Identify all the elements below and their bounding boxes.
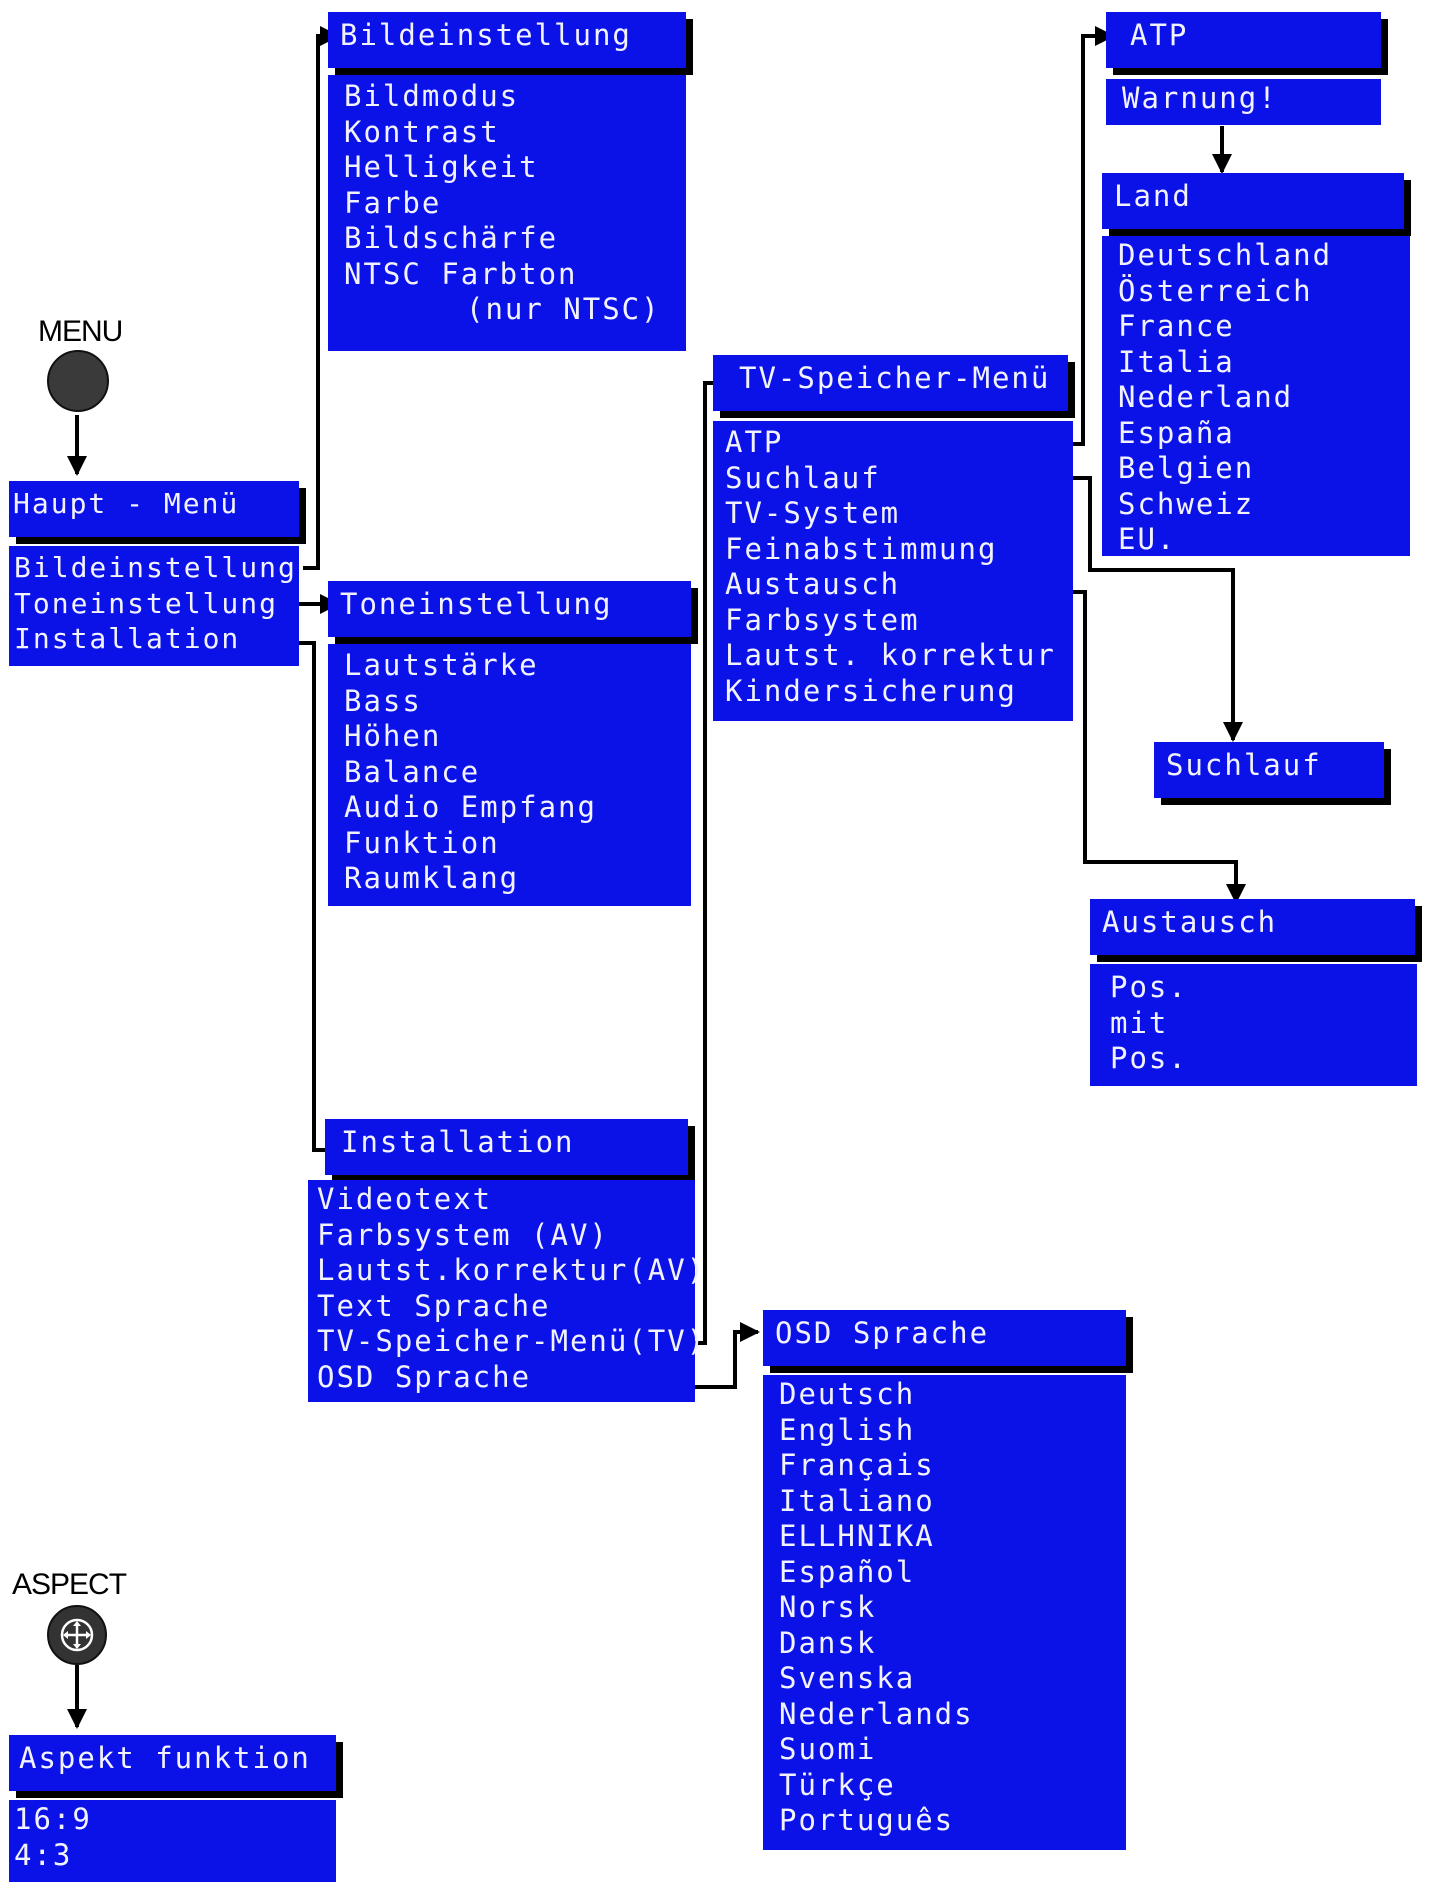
ton-menu-title: Toneinstellung [328, 581, 691, 637]
osd-menu-title: OSD Sprache [763, 1310, 1126, 1366]
bild-item-ntsc-note: (nur NTSC) [466, 292, 661, 326]
installation-menu-title: Installation [325, 1119, 688, 1175]
osd-item-dansk[interactable]: Dansk [779, 1625, 877, 1660]
installation-item-osd-sprache[interactable]: OSD Sprache [317, 1359, 532, 1394]
land-item-deutschland[interactable]: Deutschland [1118, 238, 1333, 272]
installation-item-videotext[interactable]: Videotext [317, 1182, 493, 1216]
tvspeicher-item-austausch[interactable]: Austausch [725, 567, 901, 601]
osd-item-ellhnika[interactable]: ELLHNIKA [779, 1519, 935, 1553]
bild-item-ntsc-farbton[interactable]: NTSC Farbton [344, 256, 578, 291]
land-item-eu[interactable]: EU. [1118, 522, 1177, 556]
installation-item-lautst-korrektur-av[interactable]: Lautst.korrektur(AV) [317, 1253, 707, 1287]
osd-item-espanol[interactable]: Español [779, 1554, 916, 1589]
osd-item-svenska[interactable]: Svenska [779, 1661, 916, 1695]
bild-menu-title: Bildeinstellung [328, 12, 686, 68]
osd-item-portugues[interactable]: Português [779, 1803, 955, 1837]
tvspeicher-item-farbsystem[interactable]: Farbsystem [725, 602, 920, 637]
land-item-espana[interactable]: España [1118, 415, 1235, 450]
ton-item-hoehen[interactable]: Höhen [344, 719, 442, 753]
haupt-item-installation[interactable]: Installation [14, 622, 241, 655]
installation-item-farbsystem-av[interactable]: Farbsystem (AV) [317, 1217, 609, 1252]
aspect-button-label: ASPECT [12, 1568, 127, 1601]
menu-button[interactable] [47, 350, 109, 412]
austausch-item-pos-1: Pos. [1110, 970, 1188, 1004]
austausch-item-mit: mit [1110, 1005, 1169, 1040]
tvspeicher-item-tv-system[interactable]: TV-System [725, 496, 901, 530]
aspekt-menu: 16:9 4:3 [9, 1800, 336, 1882]
tvspeicher-item-lautst-korrektur[interactable]: Lautst. korrektur [725, 638, 1056, 672]
tvspeicher-item-feinabstimmung[interactable]: Feinabstimmung [725, 531, 998, 566]
land-item-schweiz[interactable]: Schweiz [1118, 486, 1255, 521]
installation-item-text-sprache[interactable]: Text Sprache [317, 1288, 551, 1323]
suchlauf-menu-title: Suchlauf [1154, 742, 1384, 798]
osd-item-deutsch[interactable]: Deutsch [779, 1377, 916, 1411]
haupt-item-toneinstellung[interactable]: Toneinstellung [14, 586, 279, 620]
land-item-oesterreich[interactable]: Österreich [1118, 273, 1313, 308]
osd-item-turkce[interactable]: Türkçe [779, 1767, 896, 1802]
land-item-france[interactable]: France [1118, 309, 1235, 343]
osd-item-norsk[interactable]: Norsk [779, 1590, 877, 1624]
ton-item-balance[interactable]: Balance [344, 754, 481, 789]
land-menu: Deutschland Österreich France Italia Ned… [1102, 236, 1410, 556]
bild-menu: Bildmodus Kontrast Helligkeit Farbe Bild… [328, 75, 686, 351]
ton-item-lautstaerke[interactable]: Lautstärke [344, 648, 539, 682]
bild-item-bildmodus[interactable]: Bildmodus [344, 79, 520, 113]
bild-item-farbe[interactable]: Farbe [344, 185, 442, 220]
osd-item-italiano[interactable]: Italiano [779, 1483, 935, 1518]
aspekt-item-4-3[interactable]: 4:3 [14, 1837, 73, 1872]
atp-menu-title: ATP [1106, 12, 1381, 68]
haupt-menu-title: Haupt - Menü [9, 481, 299, 537]
bild-item-kontrast[interactable]: Kontrast [344, 114, 500, 149]
osd-item-suomi[interactable]: Suomi [779, 1732, 877, 1766]
ton-item-raumklang[interactable]: Raumklang [344, 861, 520, 895]
bild-item-bildschaerfe[interactable]: Bildschärfe [344, 221, 559, 255]
bild-item-helligkeit[interactable]: Helligkeit [344, 150, 539, 184]
austausch-menu-title: Austausch [1090, 899, 1415, 955]
installation-item-tv-speicher-menu[interactable]: TV-Speicher-Menü(TV) [317, 1324, 707, 1358]
atp-warning: Warnung! [1106, 79, 1381, 125]
tvspeicher-item-kindersicherung[interactable]: Kindersicherung [725, 673, 1017, 708]
tvspeicher-menu-title: TV-Speicher-Menü [713, 355, 1068, 411]
aspekt-menu-title: Aspekt funktion [9, 1735, 336, 1791]
ton-item-audio-empfang[interactable]: Audio Empfang [344, 790, 597, 824]
ton-item-bass[interactable]: Bass [344, 683, 422, 718]
ton-menu: Lautstärke Bass Höhen Balance Audio Empf… [328, 644, 691, 906]
installation-menu: Videotext Farbsystem (AV) Lautst.korrekt… [308, 1180, 707, 1402]
osd-menu: Deutsch English Français Italiano ELLHNI… [763, 1375, 1126, 1850]
land-item-belgien[interactable]: Belgien [1118, 451, 1255, 485]
osd-item-nederlands[interactable]: Nederlands [779, 1696, 974, 1731]
haupt-item-bildeinstellung[interactable]: Bildeinstellung [14, 551, 297, 584]
austausch-item-pos-2: Pos. [1110, 1041, 1188, 1075]
land-item-italia[interactable]: Italia [1118, 344, 1235, 379]
osd-item-francais[interactable]: Français [779, 1448, 935, 1482]
menu-button-label: MENU [38, 315, 123, 348]
aspect-icon [60, 1618, 94, 1652]
austausch-menu: Pos. mit Pos. [1090, 964, 1417, 1086]
tvspeicher-menu: ATP Suchlauf TV-System Feinabstimmung Au… [713, 421, 1073, 721]
aspect-button[interactable] [47, 1605, 107, 1665]
land-item-nederland[interactable]: Nederland [1118, 380, 1294, 414]
arrow-to-osd [675, 1322, 760, 1389]
haupt-menu: Bildeinstellung Toneinstellung Installat… [9, 546, 299, 666]
osd-item-english[interactable]: English [779, 1412, 916, 1447]
ton-item-funktion[interactable]: Funktion [344, 825, 500, 860]
land-menu-title: Land [1102, 173, 1404, 229]
tvspeicher-item-suchlauf[interactable]: Suchlauf [725, 460, 881, 495]
tvspeicher-item-atp[interactable]: ATP [725, 425, 784, 459]
aspekt-item-16-9[interactable]: 16:9 [14, 1802, 92, 1836]
